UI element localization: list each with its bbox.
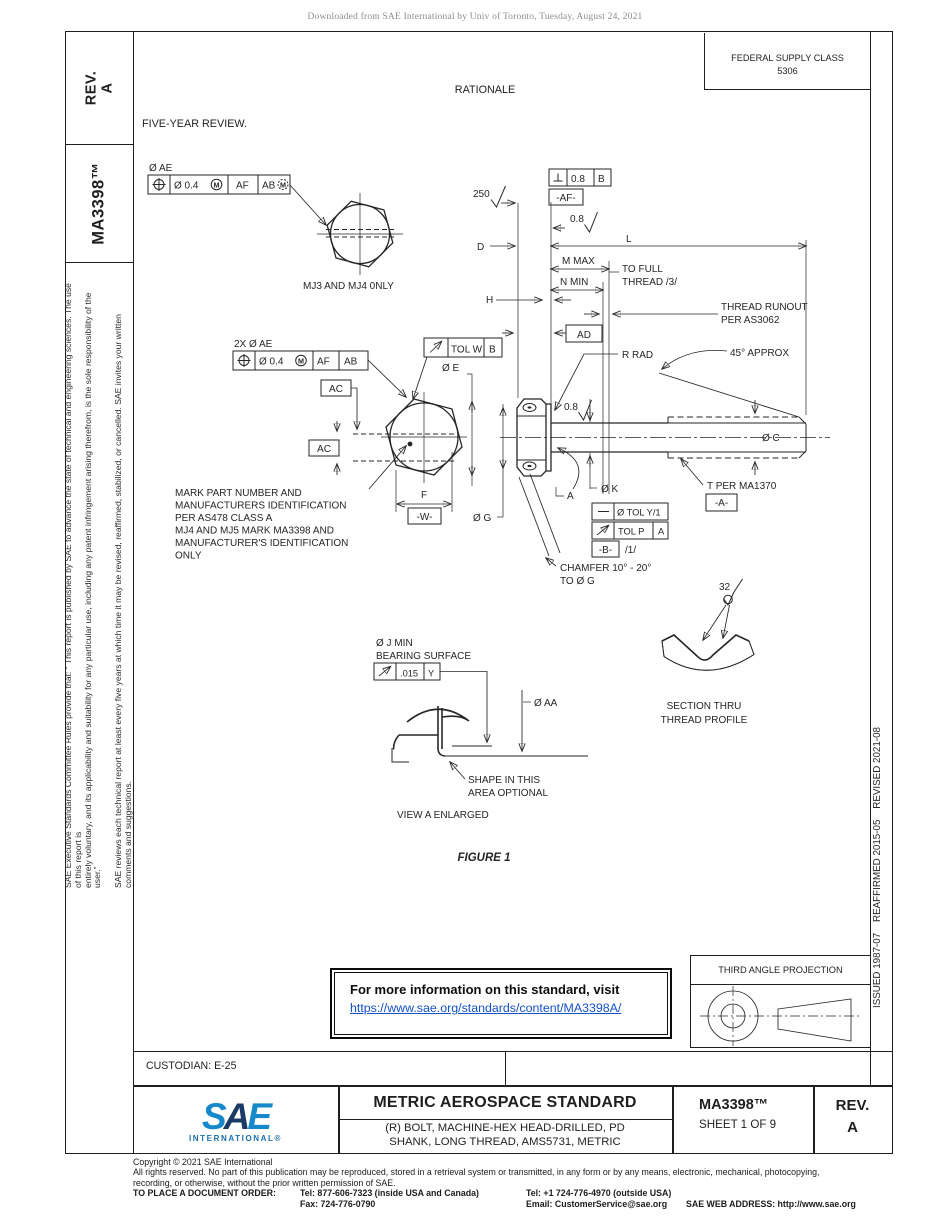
third-angle-projection-label: THIRD ANGLE PROJECTION: [691, 956, 870, 985]
review-note: SAE reviews each technical report at lea…: [113, 314, 133, 888]
rev-sidebar-box: REV.A: [65, 31, 133, 145]
order-label: TO PLACE A DOCUMENT ORDER:: [133, 1188, 276, 1199]
revision-history-vertical: ISSUED 1987-07 REAFFIRMED 2015-05 REVISE…: [872, 727, 883, 1008]
more-info-text: For more information on this standard, v…: [350, 982, 620, 997]
rev-value: A: [98, 82, 115, 93]
custodian-row: CUSTODIAN: E-25: [133, 1051, 892, 1085]
standard-link[interactable]: https://www.sae.org/standards/content/MA…: [350, 1001, 622, 1015]
fax: Fax: 724-776-0790: [300, 1199, 376, 1210]
sae-logo-subtext: INTERNATIONAL®: [188, 1133, 283, 1143]
sheet-number: SHEET 1 OF 9: [699, 1118, 777, 1131]
web-address: SAE WEB ADDRESS: http://www.sae.org: [686, 1199, 856, 1210]
third-angle-projection-box: THIRD ANGLE PROJECTION: [690, 955, 871, 1048]
title-block-divider: [672, 1087, 674, 1154]
rev-cell: REV. A: [835, 1097, 870, 1136]
fsc-label: FEDERAL SUPPLY CLASS: [731, 52, 844, 63]
download-watermark: Downloaded from SAE International by Uni…: [307, 12, 643, 22]
tel-inside: Tel: 877-606-7323 (inside USA and Canada…: [300, 1188, 479, 1199]
doc-number-sidebar-box: MA3398™: [65, 145, 133, 263]
copyright-footer: Copyright © 2021 SAE International All r…: [133, 1157, 943, 1210]
title-block-divider: [338, 1087, 340, 1154]
email: Email: CustomerService@sae.org: [526, 1199, 668, 1210]
custodian-text: CUSTODIAN: E-25: [146, 1060, 237, 1072]
rights-line-2: recording, or otherwise, without the pri…: [133, 1177, 396, 1188]
doc-number: MA3398™: [699, 1097, 769, 1113]
disclaimer-line-2: entirely voluntary, and its applicabilit…: [82, 292, 103, 888]
tel-outside: Tel: +1 724-776-4970 (outside USA): [526, 1188, 672, 1199]
copyright-line: Copyright © 2021 SAE International: [133, 1157, 273, 1167]
fsc-value: 5306: [777, 65, 798, 76]
standard-type-title: METRIC AEROSPACE STANDARD: [338, 1087, 672, 1120]
standard-description: (R) BOLT, MACHINE-HEX HEAD-DRILLED, PD S…: [385, 1122, 625, 1148]
sae-logo: SAE INTERNATIONAL®: [188, 1095, 283, 1143]
disclaimer-line-1: SAE Executive Standards Committee Rules …: [63, 283, 83, 888]
more-info-box: For more information on this standard, v…: [330, 968, 672, 1039]
rationale-text: FIVE-YEAR REVIEW.: [142, 118, 247, 130]
title-block-divider: [813, 1087, 815, 1154]
doc-number-vertical: MA3398™: [89, 162, 108, 245]
custodian-divider: [505, 1051, 507, 1085]
doc-number-cell: MA3398™ SHEET 1 OF 9: [686, 1097, 812, 1131]
left-column-divider: [133, 31, 135, 1153]
sae-disclaimer: SAE Executive Standards Committee Rules …: [63, 280, 134, 888]
rationale-heading: RATIONALE: [454, 84, 516, 96]
rev-label: REV.: [82, 70, 99, 105]
title-block: SAE INTERNATIONAL® METRIC AEROSPACE STAN…: [133, 1085, 892, 1154]
sheet-border: [65, 31, 893, 1154]
federal-supply-class-box: FEDERAL SUPPLY CLASS 5306: [704, 32, 870, 90]
right-column-divider: [870, 31, 872, 1085]
rights-line-1: All rights reserved. No part of this pub…: [133, 1167, 820, 1178]
